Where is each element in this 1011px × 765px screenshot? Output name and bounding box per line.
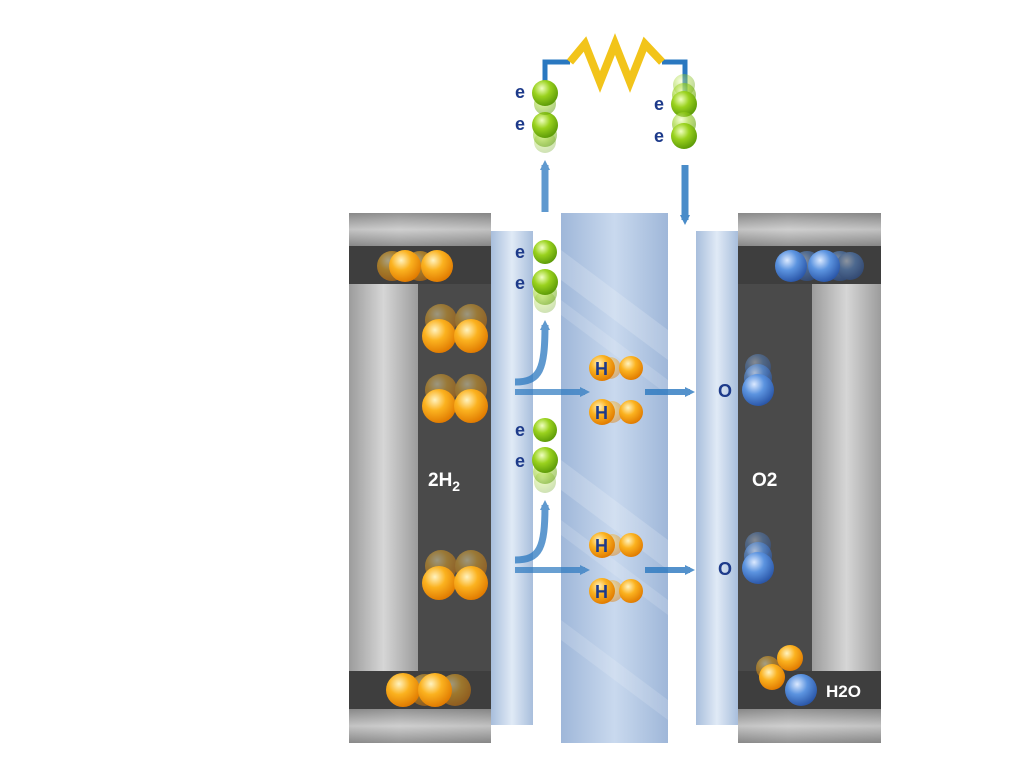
proton-label: H — [595, 582, 608, 602]
oxygen-atom — [742, 354, 774, 406]
proton — [589, 532, 643, 558]
electron-label: e — [515, 420, 525, 440]
anode-gas-label: 2H2 — [428, 470, 460, 494]
electron-label: e — [654, 94, 664, 114]
anode-gas-subscript: 2 — [452, 478, 460, 494]
cathode-electrode — [696, 231, 738, 725]
water-molecule — [756, 645, 817, 706]
oxygen-molecule — [775, 250, 840, 282]
proton-label: H — [595, 359, 608, 379]
water-label: H2O — [826, 682, 861, 701]
oxygen-atom — [742, 532, 774, 584]
proton — [589, 578, 643, 604]
electron-label: e — [515, 451, 525, 471]
proton-flow-arrows — [515, 387, 695, 575]
electron-label: e — [515, 82, 525, 102]
oxygen-labels: O O — [718, 381, 732, 579]
proton — [589, 355, 643, 381]
electron-stack — [532, 80, 558, 153]
anode-gas-text: 2H — [428, 470, 452, 491]
proton-labels: H H H H — [595, 359, 608, 602]
membrane — [561, 213, 668, 743]
electron-label: e — [654, 126, 664, 146]
proton-label: H — [595, 536, 608, 556]
oxygen-molecules — [742, 250, 864, 706]
hydrogen-molecule — [422, 389, 488, 423]
hydrogen-molecule — [422, 319, 488, 353]
electron-flow-arrows — [514, 160, 690, 564]
resistor-icon — [566, 33, 665, 93]
proton — [589, 399, 643, 425]
electron-stack — [671, 74, 697, 149]
protons — [589, 355, 643, 604]
hydrogen-molecule — [386, 673, 452, 707]
oxygen-label: O — [718, 559, 732, 579]
electron-label: e — [515, 273, 525, 293]
anode-housing — [349, 213, 491, 743]
electron-label: e — [515, 242, 525, 262]
electron-label: e — [515, 114, 525, 134]
electron-stack — [532, 418, 558, 493]
oxygen-label: O — [718, 381, 732, 401]
hydrogen-molecule — [389, 250, 453, 282]
cathode-gas-label: O2 — [752, 470, 777, 491]
electron-labels: e e e e e e e e — [515, 82, 664, 471]
hydrogen-molecules — [377, 250, 488, 707]
proton-label: H — [595, 403, 608, 423]
anode-electrode — [491, 231, 533, 725]
electrons — [532, 74, 697, 493]
electron-stack — [532, 240, 558, 313]
hydrogen-molecule — [422, 566, 488, 600]
